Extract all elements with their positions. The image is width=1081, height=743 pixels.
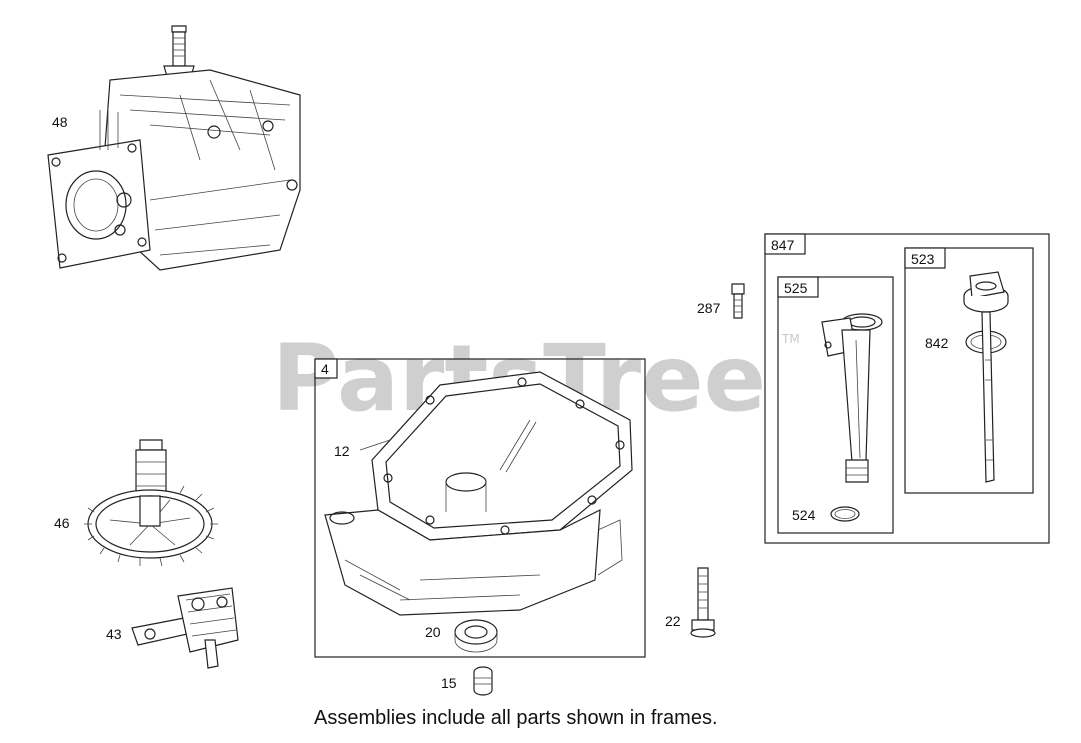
part-524-o-ring[interactable] [830, 506, 860, 522]
label-524: 524 [792, 507, 816, 523]
part-287-bolt[interactable] [731, 283, 745, 319]
part-523-dipstick-blade[interactable] [981, 311, 995, 483]
part-48-cylinder-block[interactable] [47, 25, 301, 271]
part-523-dipstick[interactable] [963, 271, 1009, 313]
label-20: 20 [425, 624, 441, 640]
part-22-bolt[interactable] [690, 567, 716, 638]
label-43: 43 [106, 626, 122, 642]
watermark-trademark: TM [781, 332, 800, 346]
frame-4-label: 4 [321, 361, 329, 377]
label-46: 46 [54, 515, 70, 531]
frame-525-label: 525 [784, 280, 808, 296]
part-20-oil-seal[interactable] [454, 619, 498, 653]
caption: Assemblies include all parts shown in fr… [314, 707, 718, 729]
label-22: 22 [665, 613, 681, 629]
label-287: 287 [697, 300, 721, 316]
frame-4: 4 [314, 358, 646, 658]
part-43-governor[interactable] [131, 587, 239, 669]
part-15-drain-plug[interactable] [473, 666, 493, 696]
frame-525: 525 [777, 276, 894, 534]
label-12: 12 [334, 443, 350, 459]
part-46-camshaft[interactable] [84, 439, 218, 567]
frame-523-label: 523 [911, 251, 935, 267]
frame-847: 847 [764, 233, 1050, 544]
part-sump-body[interactable] [324, 371, 633, 616]
label-842: 842 [925, 335, 949, 351]
frame-523: 523 [904, 247, 1034, 494]
label-48: 48 [52, 114, 68, 130]
frame-847-label: 847 [771, 237, 795, 253]
part-525-dipstick-tube[interactable] [821, 313, 883, 483]
leader-12 [359, 439, 391, 451]
label-15: 15 [441, 675, 457, 691]
